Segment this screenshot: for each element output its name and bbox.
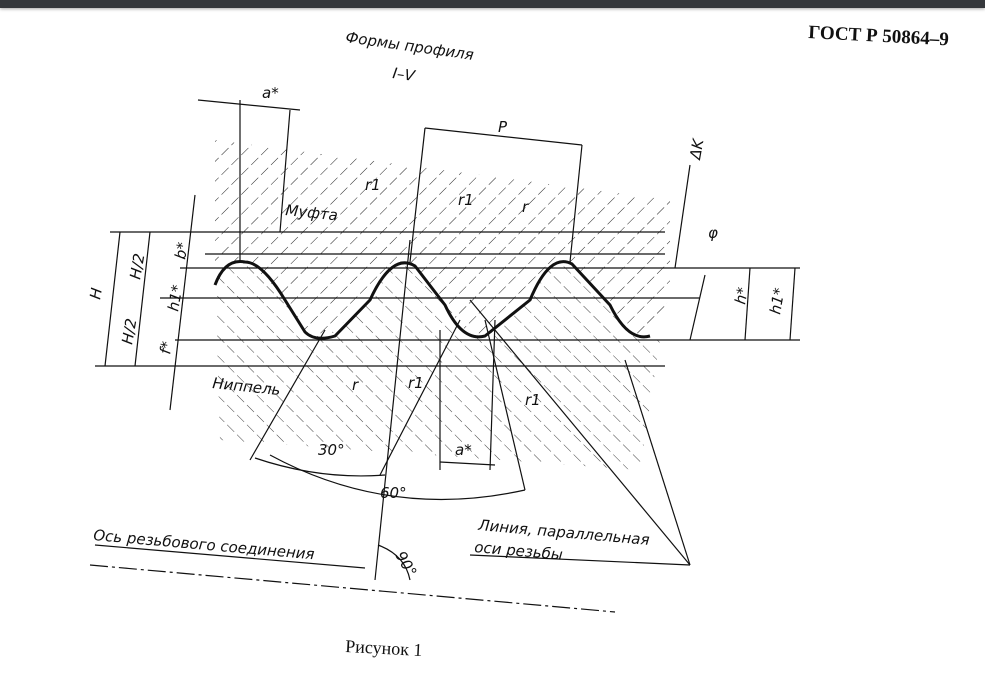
standard-number: ГОСТ Р 50864–9 (808, 22, 950, 50)
dimension-lines (104, 99, 796, 411)
label-delta-k: ΔK (686, 137, 708, 162)
coupling-hatch (215, 140, 670, 339)
label-r1-a: r1 (365, 176, 381, 194)
label-H2-b: H/2 (118, 317, 140, 346)
reference-lines (95, 231, 800, 367)
label-r1-c: r1 (408, 374, 424, 392)
label-r-top: r (522, 198, 529, 216)
thread-axis-line (89, 564, 616, 613)
label-coupling: Муфта (285, 201, 339, 224)
label-angle-30: 30° (318, 441, 345, 459)
axis-label-underline (94, 544, 366, 569)
label-h-right: h* (731, 285, 752, 305)
label-h1-right: h1* (766, 286, 788, 316)
label-r1-d: r1 (525, 391, 541, 409)
viewer-toolbar (0, 0, 985, 8)
label-r1-b: r1 (458, 191, 474, 209)
thread-profile (213, 259, 651, 340)
label-a-bottom: a* (455, 441, 472, 459)
drawing-subtitle: I–V (391, 64, 417, 85)
label-f: f* (156, 339, 176, 355)
angle-lines (249, 239, 691, 581)
label-H: H (86, 286, 106, 300)
label-axis: Ось резьбового соединения (93, 526, 316, 563)
label-parallel-line-2: оси резьбы (474, 538, 564, 564)
label-a-top: a* (262, 84, 279, 102)
label-pitch: P (498, 118, 508, 136)
label-b: b* (171, 240, 192, 260)
figure-caption: Рисунок 1 (345, 636, 423, 660)
drawing-title: Формы профиля (344, 28, 474, 64)
label-angle-90: 90° (392, 548, 421, 580)
label-r-bottom: r (352, 376, 359, 394)
label-angle-60: 60° (380, 484, 407, 502)
label-H2-a: H/2 (126, 252, 148, 281)
label-h1-left: h1* (164, 283, 186, 313)
label-phi: φ (708, 224, 718, 242)
